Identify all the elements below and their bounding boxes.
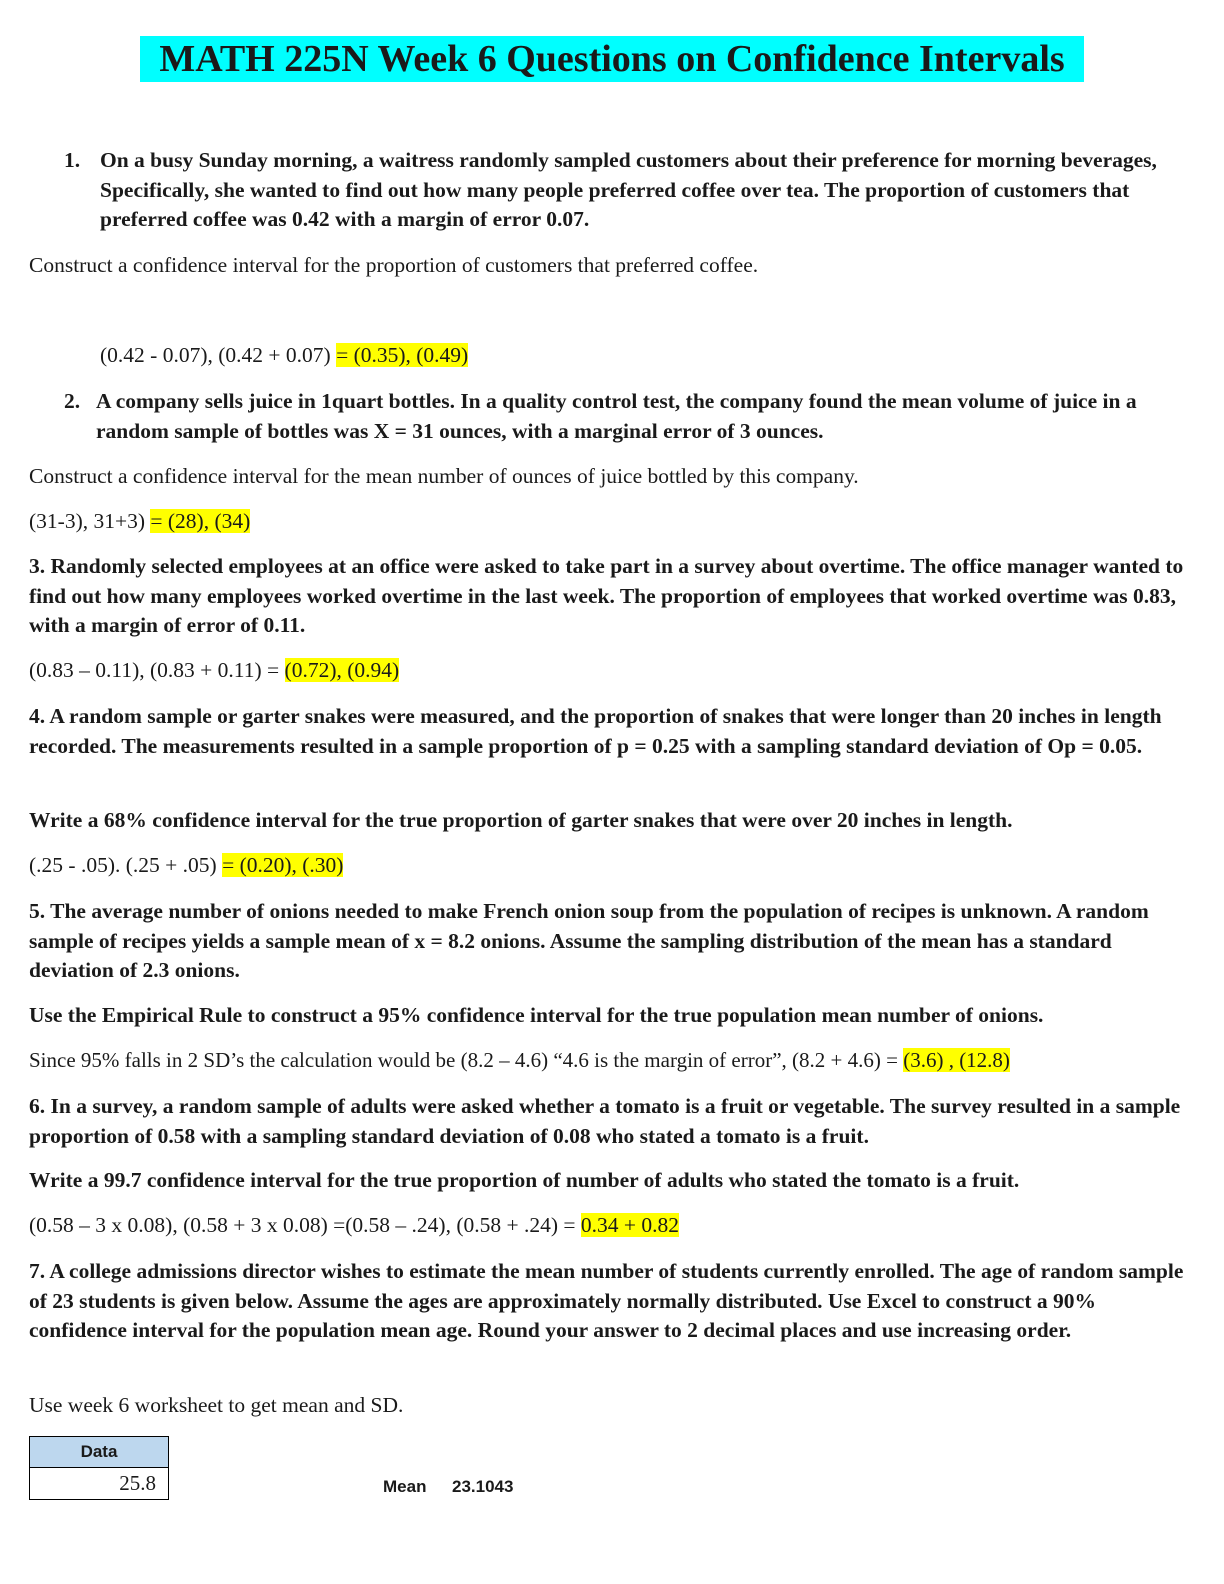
question-1-work: (0.42 - 0.07), (0.42 + 0.07) [100,343,337,367]
table-row: 25.8 [29,1467,169,1500]
question-3-answer: (0.72), (0.94) [284,658,400,682]
question-4-work: (.25 - .05). (.25 + .05) [29,853,223,877]
question-1-answer: = (0.35), (0.49) [336,343,469,367]
question-2-number: 2. [64,389,81,413]
question-5-answer: (3.6) , (12.8) [903,1048,1010,1072]
question-1-number: 1. [64,148,81,172]
question-2-prompt: Construct a confidence interval for the … [29,464,859,488]
question-4-prompt: Write a 68% confidence interval for the … [29,808,1013,832]
question-1-prompt: Construct a confidence interval for the … [29,253,759,277]
question-2-text: A company sells juice in 1quart bottles.… [96,389,1137,443]
question-6-text: 6. In a survey, a random sample of adult… [29,1094,1181,1148]
question-6-answer: 0.34 + 0.82 [580,1213,680,1237]
mean-label: Mean [383,1477,427,1496]
question-1-answer-line: (0.42 - 0.07), (0.42 + 0.07) = (0.35), (… [100,341,1100,371]
data-table: Data 25.8 [29,1436,169,1500]
question-3-work: (0.83 – 0.11), (0.83 + 0.11) = [29,658,285,682]
question-2-answer: = (28), (34) [150,509,251,533]
question-3-answer-line: (0.83 – 0.11), (0.83 + 0.11) = (0.72), (… [29,656,1194,686]
question-5-prompt: Use the Empirical Rule to construct a 95… [29,1003,1044,1027]
title-wrap: MATH 225N Week 6 Questions on Confidence… [0,36,1224,82]
question-5-answer-line: Since 95% falls in 2 SD’s the calculatio… [29,1046,1194,1076]
question-2-answer-line: (31-3), 31+3) = (28), (34) [29,507,1194,537]
question-6-prompt: Write a 99.7 confidence interval for the… [29,1168,1020,1192]
question-7-text: 7. A college admissions director wishes … [29,1259,1184,1342]
question-6-work: (0.58 – 3 x 0.08), (0.58 + 3 x 0.08) =(0… [29,1213,581,1237]
question-2-work: (31-3), 31+3) [29,509,151,533]
question-2: 2. A company sells juice in 1quart bottl… [64,387,1194,447]
question-4-text: 4. A random sample or garter snakes were… [29,704,1162,758]
table-cell: 25.8 [29,1467,169,1500]
question-4-answer-line: (.25 - .05). (.25 + .05) = (0.20), (.30) [29,851,1194,881]
question-6-answer-line: (0.58 – 3 x 0.08), (0.58 + 3 x 0.08) =(0… [29,1211,1194,1241]
table-header-cell: Data [29,1436,169,1468]
question-4-answer: = (0.20), (.30) [222,853,344,877]
question-5-work: Since 95% falls in 2 SD’s the calculatio… [29,1048,904,1072]
question-7-note: Use week 6 worksheet to get mean and SD. [29,1393,404,1417]
question-5-text: 5. The average number of onions needed t… [29,899,1149,982]
mean-value: 23.1043 [452,1477,514,1496]
table-header-row: Data [29,1436,169,1468]
question-1-text: On a busy Sunday morning, a waitress ran… [100,148,1157,231]
page-title: MATH 225N Week 6 Questions on Confidence… [140,36,1084,82]
question-1: 1. On a busy Sunday morning, a waitress … [64,146,1194,236]
question-3-text: 3. Randomly selected employees at an off… [29,554,1184,637]
